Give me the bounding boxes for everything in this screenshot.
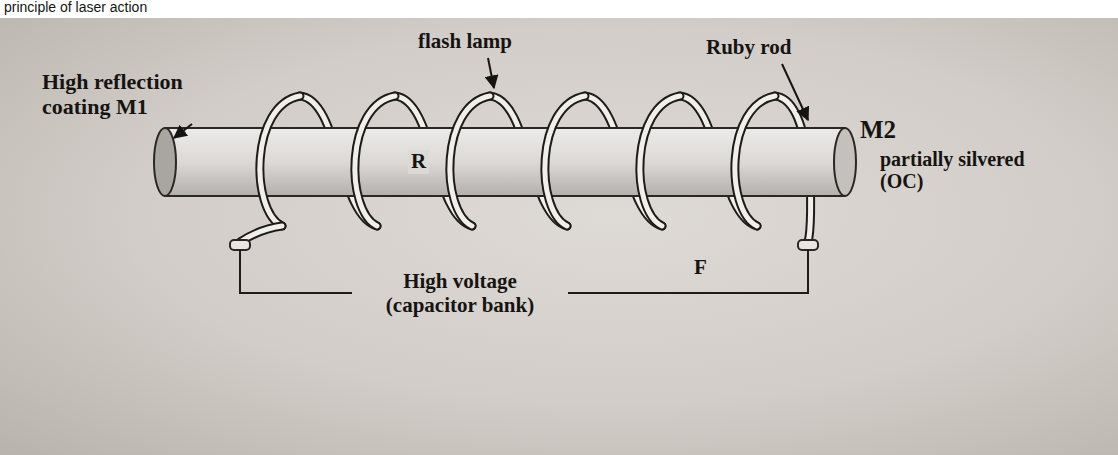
lamp-tube-outline xyxy=(735,96,775,226)
lamp-tube-outline xyxy=(545,96,585,226)
rod-letter: R xyxy=(408,150,429,174)
lamp-tube xyxy=(260,96,300,226)
lamp-tube xyxy=(545,96,585,226)
flash-lamp-front xyxy=(240,96,775,242)
lamp-label: flash lamp xyxy=(418,30,512,54)
lamp-tube xyxy=(355,96,395,226)
rod-label: Ruby rod xyxy=(706,36,791,60)
terminal xyxy=(798,240,818,250)
lamp-tube-outline xyxy=(355,96,395,226)
mirror-m2 xyxy=(834,128,856,196)
lamp-tube xyxy=(640,96,680,226)
lamp-tube xyxy=(450,96,490,226)
lamp-tube-outline xyxy=(260,96,300,226)
mirror-label: High reflection coating M1 xyxy=(42,70,252,119)
terminal xyxy=(230,240,250,250)
lamp-letter: F xyxy=(694,256,707,280)
leader-line xyxy=(488,58,494,88)
leader-line xyxy=(174,124,192,138)
page-heading: principle of laser action xyxy=(4,0,147,16)
mirror-note: partially silvered (OC) xyxy=(880,148,1030,193)
supply-wire xyxy=(240,250,808,293)
lamp-tube-outline xyxy=(450,96,490,226)
leader-line xyxy=(782,64,808,120)
lamp-tube-outline xyxy=(640,96,680,226)
mirror-label: M2 xyxy=(860,116,896,144)
supply-label: High voltage (capacitor bank) xyxy=(360,270,560,317)
lamp-tube xyxy=(735,96,775,226)
mirror-m1 xyxy=(154,128,176,196)
